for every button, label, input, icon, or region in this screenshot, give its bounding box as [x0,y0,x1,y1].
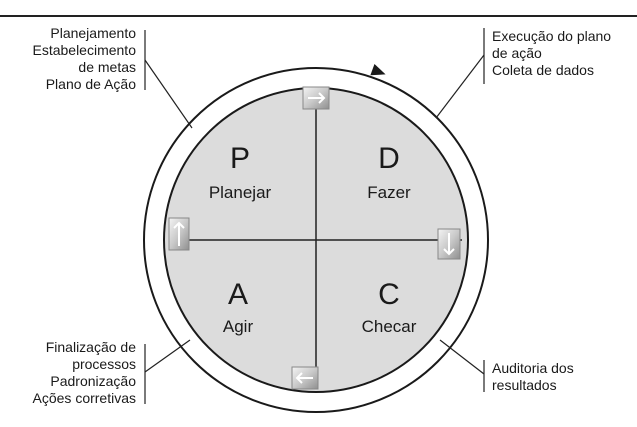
plan-note-2: Estabelecimento [32,42,136,58]
do-word: Fazer [367,183,411,202]
ring-gap [384,68,398,80]
check-word: Checar [362,317,417,336]
plan-letter: P [230,142,250,175]
plan-note-3: de metas [78,59,136,75]
act-note-2: processos [72,356,136,372]
check-note-1: Auditoria dos [492,360,574,376]
act-note-4: Ações corretivas [33,390,136,406]
tile-arrow-right-icon [302,86,330,110]
check-leader [439,339,485,375]
act-leader [144,339,191,373]
plan-leader [144,59,193,129]
do-leader [435,54,485,119]
do-note-1: Execução do plano [492,28,611,44]
plan-note-4: Plano de Ação [46,76,137,92]
tile-arrow-down-icon [437,228,461,260]
act-note-3: Padronização [50,373,136,389]
tile-arrow-up-icon [168,217,190,251]
act-letter: A [228,278,248,311]
do-note-3: Coleta de dados [492,62,594,78]
plan-note-1: Planejamento [50,25,136,41]
check-letter: C [378,278,400,311]
do-note-2: de ação [492,45,542,61]
check-note-2: resultados [492,377,557,393]
act-word: Agir [223,317,254,336]
plan-word: Planejar [209,183,272,202]
do-letter: D [378,142,400,175]
tile-arrow-left-icon [291,366,319,390]
cycle-arrow-icon [370,63,386,76]
act-note-1: Finalização de [46,339,136,355]
